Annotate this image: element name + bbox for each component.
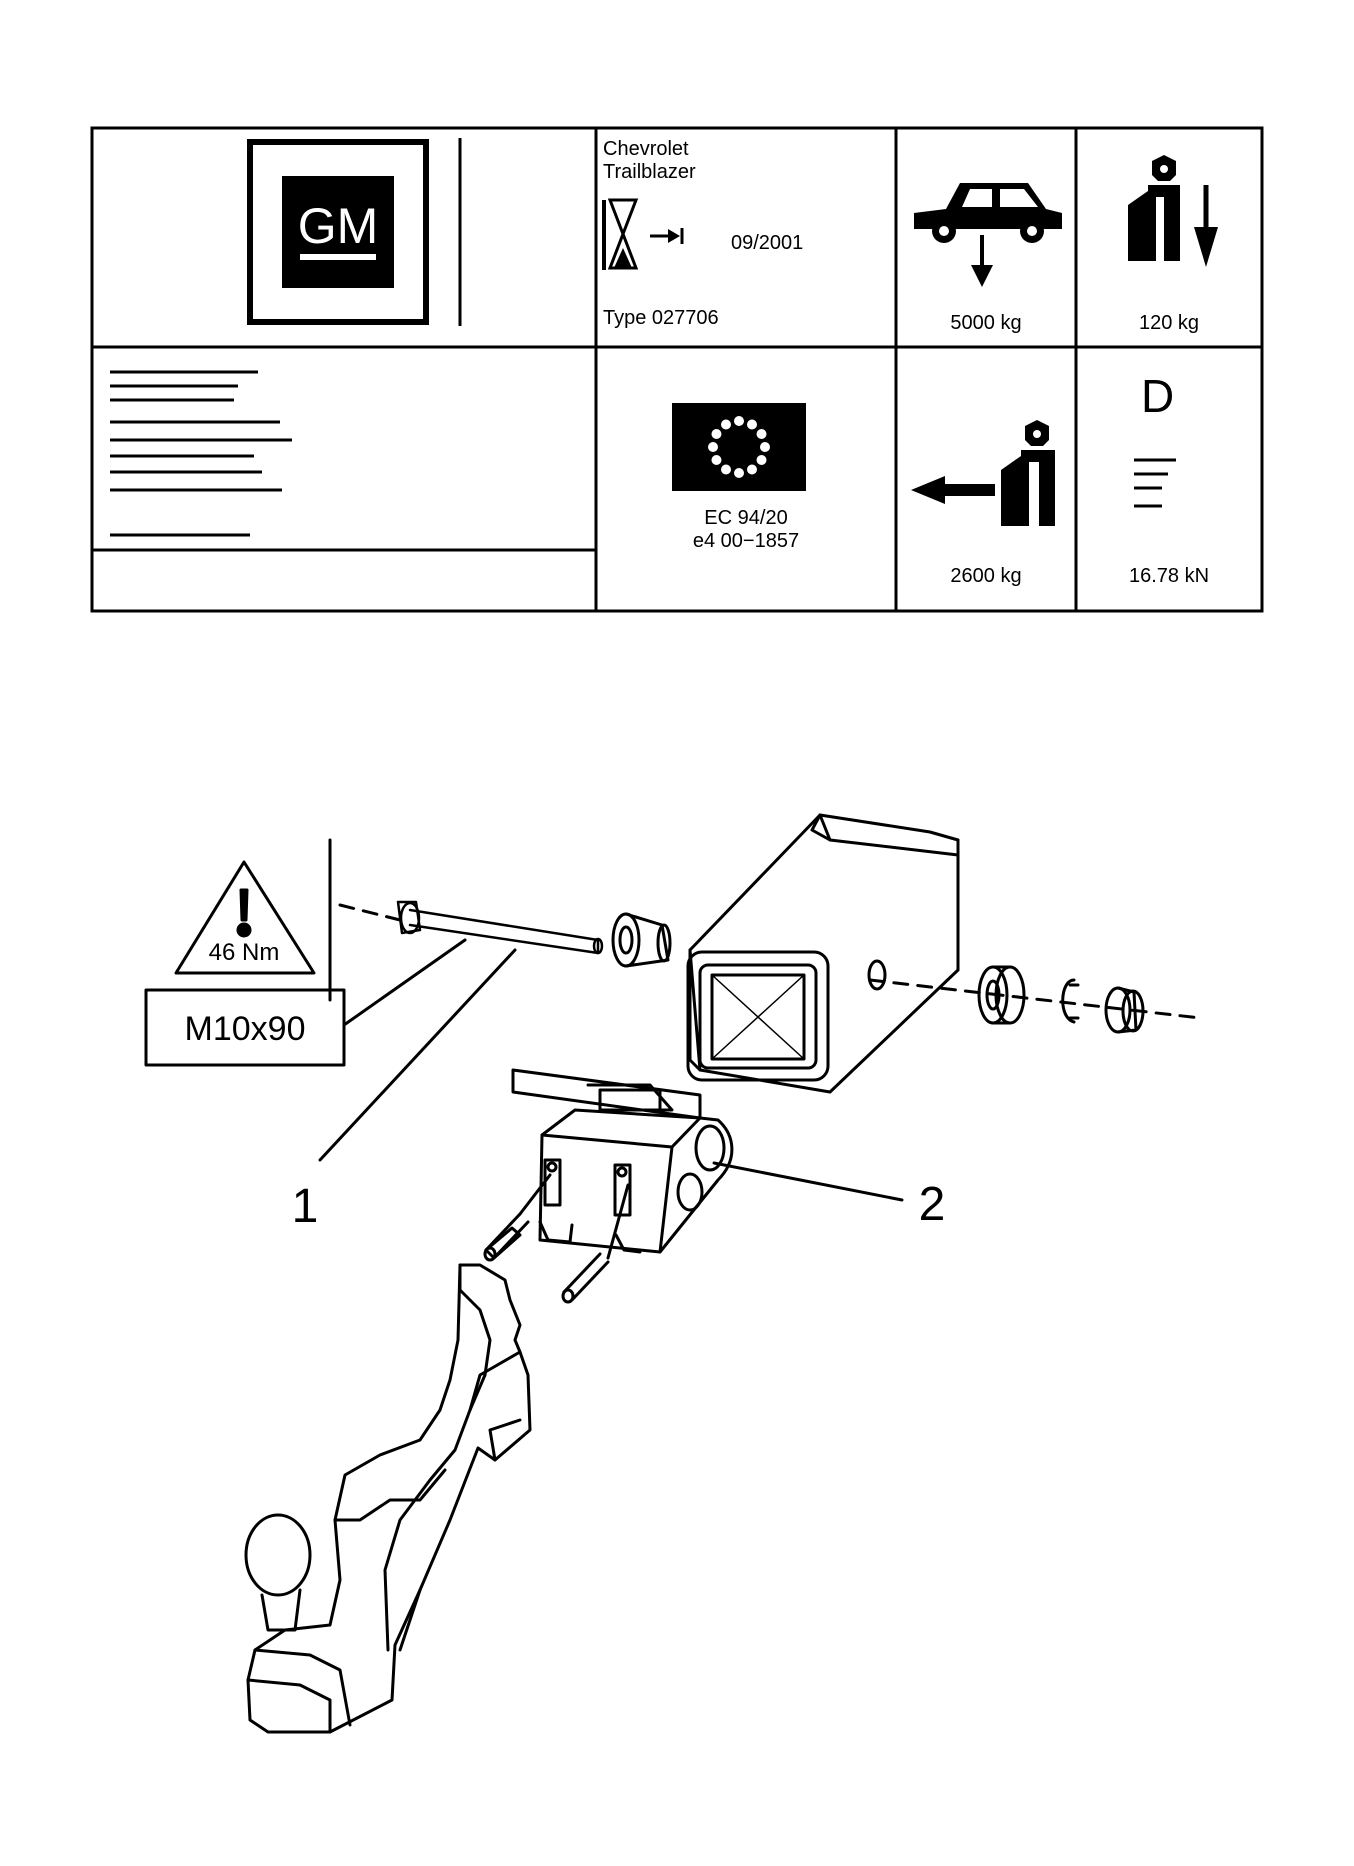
bolt-spec-box	[144, 988, 346, 1067]
bolt-spec: M10x90	[185, 1010, 306, 1048]
vehicle-make: Chevrolet	[603, 138, 689, 160]
text-lines-placeholder	[110, 370, 292, 537]
eu-star-icon	[760, 442, 770, 452]
max-vertical-load: 120 kg	[1138, 312, 1200, 334]
callout-1: 1	[292, 1180, 319, 1233]
eu-star-icon	[747, 464, 757, 475]
eu-star-icon	[721, 419, 731, 430]
eu-star-icon	[711, 455, 722, 465]
eu-star-icon	[721, 464, 731, 475]
max-trailer-mass: 2600 kg	[950, 565, 1022, 587]
bolt-axis-left	[338, 903, 402, 922]
hourglass-arrow-icon	[602, 198, 684, 270]
retaining-clip	[1061, 978, 1080, 1024]
warning-triangle-icon	[174, 838, 332, 1002]
label-plate-frame	[90, 126, 1264, 613]
eu-star-icon	[734, 468, 744, 478]
eu-star-icon	[756, 429, 767, 439]
type-number: Type 027706	[603, 307, 719, 329]
receiver-tube	[686, 813, 960, 1094]
callout-1-leader	[318, 948, 517, 1162]
callout-2-leader	[712, 1161, 904, 1202]
coupling-down-arrow-icon	[1128, 155, 1218, 267]
approval-directive: EC 94/20	[704, 507, 788, 529]
gm-logo-text: GM	[298, 198, 379, 254]
vehicle-model: Trailblazer	[603, 161, 696, 183]
hitch-exploded-diagram: 46 Nm M10x90	[144, 813, 1202, 1734]
pin-left	[483, 1173, 552, 1262]
d-value-lines-icon	[1134, 458, 1176, 508]
bolt-spec-leader	[342, 938, 467, 1027]
pin-right	[561, 1183, 630, 1304]
eu-star-icon	[756, 455, 767, 465]
washer-right	[977, 965, 1026, 1025]
coupling-block	[511, 1068, 734, 1254]
d-value: 16.78 kN	[1128, 565, 1210, 587]
eu-star-icon	[747, 419, 757, 430]
approval-number: e4 00−1857	[692, 530, 800, 552]
date-value: 09/2001	[731, 232, 804, 254]
bolt-axis-right	[868, 978, 1202, 1020]
gm-logo: GM	[247, 138, 462, 326]
bushing-left	[611, 912, 672, 968]
coupling-left-arrow-icon	[911, 420, 1055, 526]
tow-ball-hook	[244, 1263, 532, 1734]
torque-value: 46 Nm	[209, 939, 280, 966]
max-gross-weight: 5000 kg	[950, 312, 1022, 334]
callout-2: 2	[919, 1178, 946, 1231]
d-value-letter: D	[1141, 370, 1175, 422]
eu-flag-icon	[672, 403, 806, 491]
nut	[1104, 986, 1145, 1034]
eu-star-icon	[708, 442, 718, 452]
eu-star-icon	[734, 416, 744, 426]
eu-star-icon	[711, 429, 722, 439]
car-down-arrow-icon	[914, 183, 1062, 287]
bolt	[396, 900, 604, 955]
